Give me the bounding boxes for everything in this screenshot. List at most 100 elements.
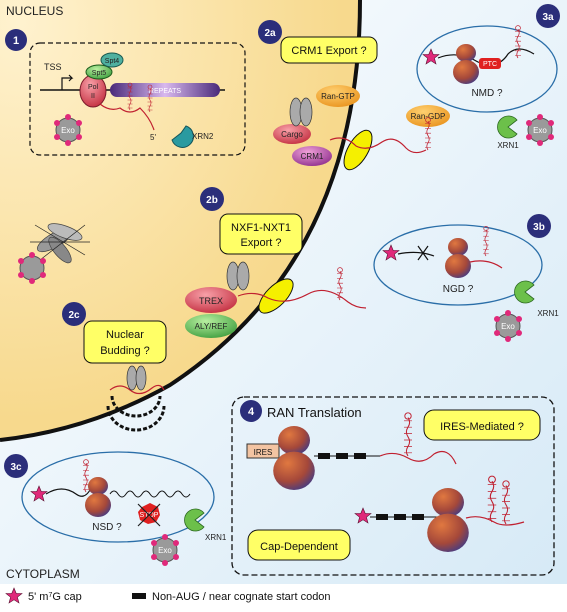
crm1-question: CRM1 Export ? <box>291 45 366 57</box>
nxf1-export-callout <box>219 213 303 255</box>
five-prime-label: 5' <box>150 133 156 142</box>
badge-2c: 2c <box>62 302 86 326</box>
panel-2b-nxf1: 2b NXF1-NXT1 Export ? TREX ALY/REF <box>185 187 367 338</box>
badge-2b: 2b <box>200 187 224 211</box>
panel-3b-ngd: 3b NGD ? XRN1 Exo <box>373 214 559 343</box>
panel-3a-nmd: 3a PTC NMD ? XRN1 Exo <box>416 4 560 150</box>
ran-gtp-label: Ran-GTP <box>321 92 355 101</box>
legend-cap-sup: 7 <box>48 592 52 599</box>
badge-1-label: 1 <box>13 35 19 47</box>
exo-label-3c: Exo <box>158 546 172 555</box>
mrna-4a-tail <box>379 451 457 465</box>
legend: 5' m7G cap Non-AUG / near cognate start … <box>0 584 567 607</box>
polya-tail <box>109 490 191 498</box>
badge-4-label: 4 <box>248 406 255 418</box>
mrna-cleaved-3b <box>397 245 435 261</box>
ribosome-3c <box>85 477 111 517</box>
crm1-export-callout <box>280 36 378 64</box>
badge-2a: 2a <box>258 20 282 44</box>
panel-3c-ellipse <box>21 451 215 543</box>
panel-2c-budding: 2c Nuclear Budding ? <box>62 302 167 432</box>
ires-mediated-callout <box>423 409 541 441</box>
spt4-label: Spt4 <box>105 58 120 65</box>
aly-ref <box>185 314 237 338</box>
badge-3b: 3b <box>527 214 551 238</box>
ires-mediated-label: IRES-Mediated ? <box>440 421 524 433</box>
ptc-marker <box>479 58 501 69</box>
nuclear-envelope <box>0 0 362 442</box>
exo-label-3b: Exo <box>501 322 515 331</box>
mrna-3b <box>469 260 503 269</box>
cargo-label: Cargo <box>281 130 303 139</box>
badge-3c: 3c <box>4 454 28 478</box>
nucleus-label: NUCLEUS <box>6 4 63 18</box>
nxf1-question-l1: NXF1-NXT1 <box>231 222 291 234</box>
nascent-rna <box>99 103 155 131</box>
codon-marker-2 <box>336 453 348 459</box>
cytoplasm-label: CYTOPLASM <box>6 567 80 581</box>
codon-marker-5 <box>394 514 406 520</box>
spt5-label: Spt5 <box>92 70 107 77</box>
cargo <box>273 124 311 144</box>
xtrrna-foci <box>17 223 90 285</box>
ribosome-3a <box>453 44 479 84</box>
nuclear-pore-2b <box>258 278 294 314</box>
trex-label: TREX <box>199 296 223 306</box>
ribosome-4b <box>427 488 469 552</box>
badge-3b-label: 3b <box>533 222 545 233</box>
xrn1-label-3c: XRN1 <box>205 533 227 542</box>
nmd-label: NMD ? <box>471 88 503 99</box>
xrn2-label: XRN2 <box>192 132 214 141</box>
panel-3a-ellipse <box>416 25 558 113</box>
ngd-label: NGD ? <box>443 284 474 295</box>
cap-dependent-label: Cap-Dependent <box>260 541 338 553</box>
ires-element <box>246 443 280 459</box>
ran-gdp <box>406 105 450 127</box>
xrn1-label-3b: XRN1 <box>537 309 559 318</box>
foci-cluster <box>30 223 90 264</box>
tss-arrow-icon <box>61 74 74 90</box>
panel-3b-ellipse <box>373 224 543 306</box>
ires-label: IRES <box>254 448 273 457</box>
stop-crossed-icon <box>137 503 161 527</box>
aly-ref-label: ALY/REF <box>195 322 228 331</box>
legend-codon-icon <box>132 593 146 599</box>
nuclear-pore-2a <box>343 129 373 171</box>
badge-4: 4 <box>240 400 262 422</box>
badge-2b-label: 2b <box>206 195 218 206</box>
stop-marker <box>138 503 160 524</box>
pol-ii-label: II <box>91 93 95 100</box>
badge-2a-label: 2a <box>264 28 276 39</box>
ran-gdp-label: Ran-GDP <box>411 112 446 121</box>
crm1-label: CRM1 <box>301 152 324 161</box>
xrn2-icon <box>171 125 194 148</box>
panel-1-box <box>29 42 246 156</box>
nsd-label: NSD ? <box>92 522 122 533</box>
codon-marker-4 <box>376 514 388 520</box>
codon-marker-6 <box>412 514 424 520</box>
panel-4-box <box>231 396 555 576</box>
spt4 <box>100 52 124 68</box>
ribosome-4a <box>273 426 315 490</box>
badge-2c-label: 2c <box>68 310 80 321</box>
legend-background <box>0 584 567 607</box>
badge-3a-label: 3a <box>542 12 554 23</box>
nxf1-question-l2: Export ? <box>241 237 282 249</box>
tss-label: TSS <box>44 62 62 72</box>
panel-1-transcription: 1 TSS REPEATS Pol II Spt5 Spt4 Exo 5' XR… <box>5 29 246 156</box>
rna-2c <box>109 384 165 395</box>
budding-question-l1: Nuclear <box>106 329 144 341</box>
panel-4-ran-translation: 4 RAN Translation IRES-Mediated ? IRES C… <box>231 396 555 576</box>
cap-dependent-callout <box>247 529 351 561</box>
badge-3a: 3a <box>536 4 560 28</box>
badge-3c-label: 3c <box>10 462 22 473</box>
mrna-4b-tail <box>465 516 525 526</box>
legend-codon-text: Non-AUG / near cognate start codon <box>152 591 331 603</box>
pol-label: Pol <box>88 84 99 91</box>
badge-1: 1 <box>5 29 27 51</box>
panel-3c-nsd: 3c STOP NSD ? XRN1 Exo <box>4 451 227 567</box>
xrn1-label-3a: XRN1 <box>497 141 519 150</box>
crm1 <box>292 146 332 166</box>
